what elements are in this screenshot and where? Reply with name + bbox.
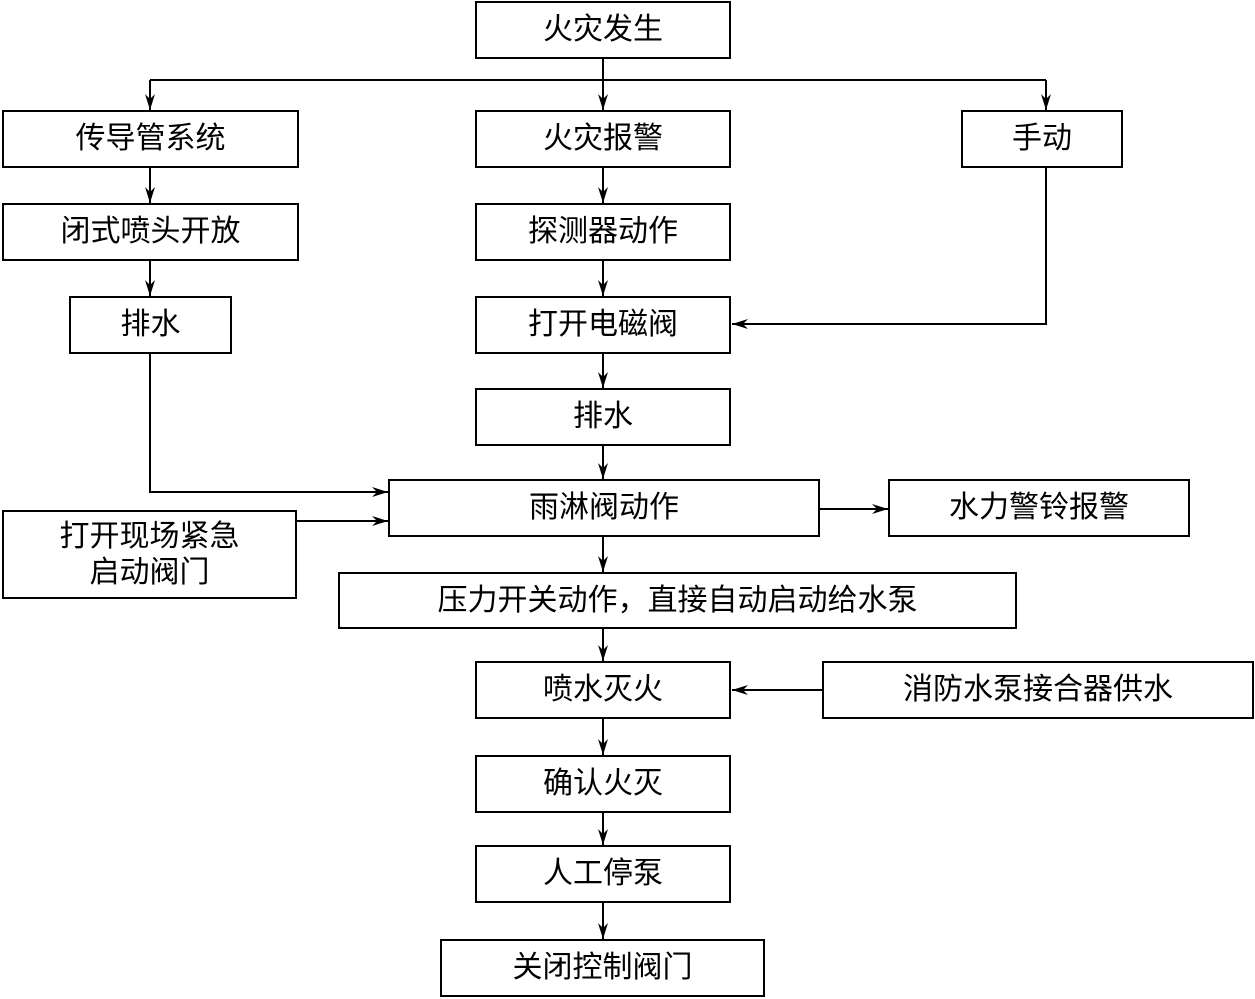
node-manual-stop-pump: 人工停泵: [475, 845, 731, 903]
node-manual: 手动: [961, 110, 1123, 168]
node-conduit-system: 传导管系统: [2, 110, 299, 168]
node-deluge-valve-action: 雨淋阀动作: [388, 479, 820, 537]
node-open-solenoid: 打开电磁阀: [475, 296, 731, 354]
node-close-control-valve: 关闭控制阀门: [440, 939, 765, 997]
node-confirm-extinguished: 确认火灭: [475, 755, 731, 813]
node-open-emergency-valve-line2: 启动阀门: [89, 554, 210, 590]
node-open-emergency-valve-line1: 打开现场紧急: [59, 518, 240, 554]
arrow-drain-to-deluge: [149, 353, 388, 497]
node-pump-adapter-supply: 消防水泵接合器供水: [822, 661, 1254, 719]
node-drain-center: 排水: [475, 388, 731, 446]
node-detector-action: 探测器动作: [475, 203, 731, 261]
node-closed-sprinkler-open: 闭式喷头开放: [2, 203, 299, 261]
arrow-manual-to-solenoid: [732, 167, 1047, 329]
node-drain-left: 排水: [69, 296, 232, 354]
node-pressure-switch: 压力开关动作，直接自动启动给水泵: [338, 572, 1017, 629]
node-fire-occurs: 火灾发生: [475, 1, 731, 59]
node-open-emergency-valve: 打开现场紧急 启动阀门: [2, 510, 297, 599]
node-water-bell-alarm: 水力警铃报警: [888, 479, 1190, 537]
node-fire-alarm: 火灾报警: [475, 110, 731, 168]
node-spray-extinguish: 喷水灭火: [475, 661, 731, 719]
